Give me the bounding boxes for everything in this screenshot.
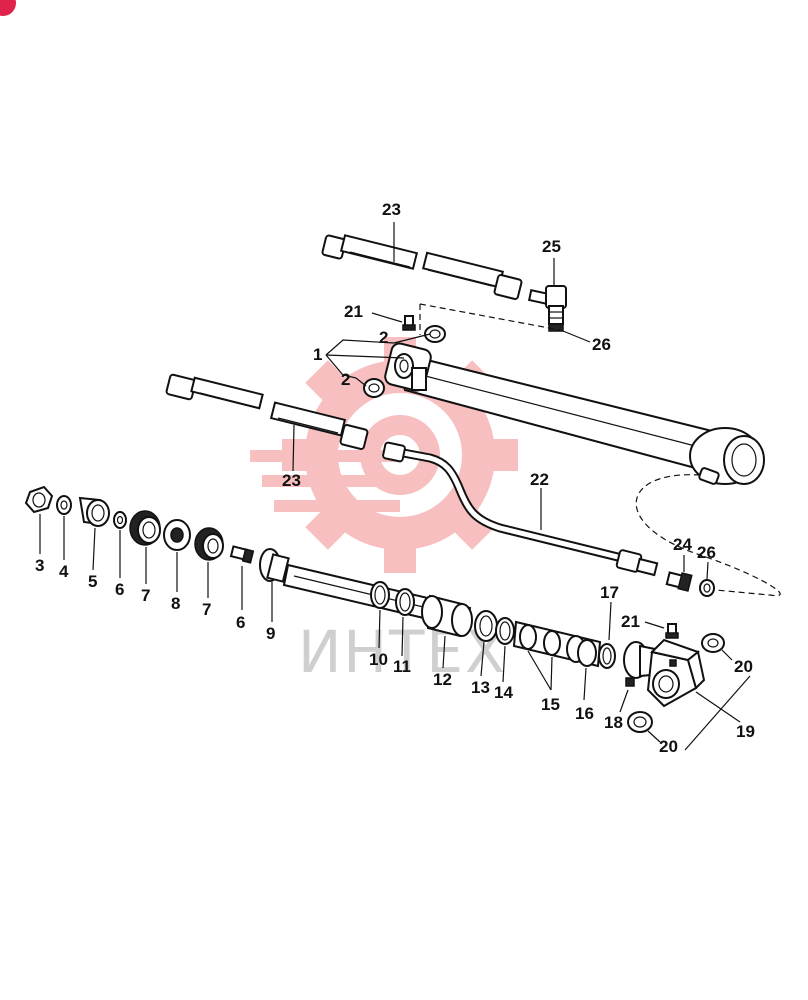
callout-3: 3 [35, 556, 44, 575]
adapter-fitting [665, 571, 693, 592]
callout-20-lower: 20 [659, 737, 678, 756]
watermark-gear-tooth [282, 439, 322, 471]
dashed-loop [635, 474, 781, 597]
wiper-8 [163, 519, 191, 551]
callout-23-lower: 23 [282, 471, 301, 490]
rod-end-block [623, 638, 706, 708]
callout-1: 1 [313, 345, 322, 364]
piston-12 [421, 594, 473, 638]
callout-6-right: 6 [236, 613, 245, 632]
callout-12: 12 [433, 670, 452, 689]
seal-13 [474, 610, 498, 642]
watermark-logo [250, 337, 518, 573]
seal-ring-26 [699, 579, 715, 597]
piston-rod-top [321, 234, 523, 300]
callout-6-left: 6 [115, 580, 124, 599]
bushing-upper [424, 325, 446, 343]
seal-7a [129, 510, 161, 546]
gland-5 [78, 496, 110, 527]
callout-18: 18 [604, 713, 623, 732]
piston-rod-middle [165, 373, 369, 450]
o-ring-6a [113, 511, 127, 529]
backup-ring-11 [395, 588, 415, 616]
callout-25: 25 [542, 237, 561, 256]
callout-15: 15 [541, 695, 560, 714]
backup-ring-14 [495, 617, 515, 645]
bushing-20a [701, 633, 725, 653]
callout-2-lower: 2 [341, 370, 350, 389]
seal-7b [194, 527, 224, 561]
corner-badge [0, 0, 16, 16]
callout-7-left: 7 [141, 586, 150, 605]
watermark-gear-tooth [478, 439, 518, 471]
callout-21-top: 21 [344, 302, 363, 321]
callout-26-top: 26 [592, 335, 611, 354]
grease-fitting-top [402, 315, 416, 331]
elbow-fitting [527, 285, 567, 332]
callout-13: 13 [471, 678, 490, 697]
callout-8: 8 [171, 594, 180, 613]
washer-4 [56, 495, 72, 515]
callout-24: 24 [673, 535, 692, 554]
nut-3 [24, 485, 54, 514]
callout-9: 9 [266, 624, 275, 643]
callout-20-upper: 20 [734, 657, 753, 676]
callout-7-right: 7 [202, 600, 211, 619]
watermark-gear-tooth [443, 498, 495, 550]
bushing-lower [363, 378, 385, 398]
callout-16: 16 [575, 704, 594, 723]
grease-fitting-bottom [665, 623, 679, 639]
watermark-gear-tooth [305, 360, 357, 412]
o-ring-10 [370, 581, 390, 609]
callout-11: 11 [393, 657, 411, 676]
o-ring-16 [577, 639, 597, 667]
callout-26-right: 26 [697, 543, 716, 562]
bushing-20b [627, 711, 653, 733]
dashed-link-top [419, 303, 561, 331]
callout-5: 5 [88, 572, 97, 591]
watermark-gear-tooth [384, 533, 416, 573]
hydraulic-tube [382, 441, 659, 577]
callout-2-upper: 2 [379, 328, 388, 347]
callout-22: 22 [530, 470, 549, 489]
leader-lines [39, 222, 751, 751]
watermark-gear-tooth [305, 498, 357, 550]
callout-labels: 23 25 21 2 1 2 26 23 22 3 4 5 6 7 8 7 6 … [35, 200, 755, 756]
callout-10: 10 [369, 650, 388, 669]
callout-21-bottom: 21 [621, 612, 640, 631]
callout-19: 19 [736, 722, 755, 741]
cylinder-barrel [384, 342, 765, 485]
callout-14: 14 [494, 683, 513, 702]
callout-23-top: 23 [382, 200, 401, 219]
o-ring-17 [598, 643, 616, 669]
callout-4: 4 [59, 562, 69, 581]
callout-17: 17 [600, 583, 619, 602]
